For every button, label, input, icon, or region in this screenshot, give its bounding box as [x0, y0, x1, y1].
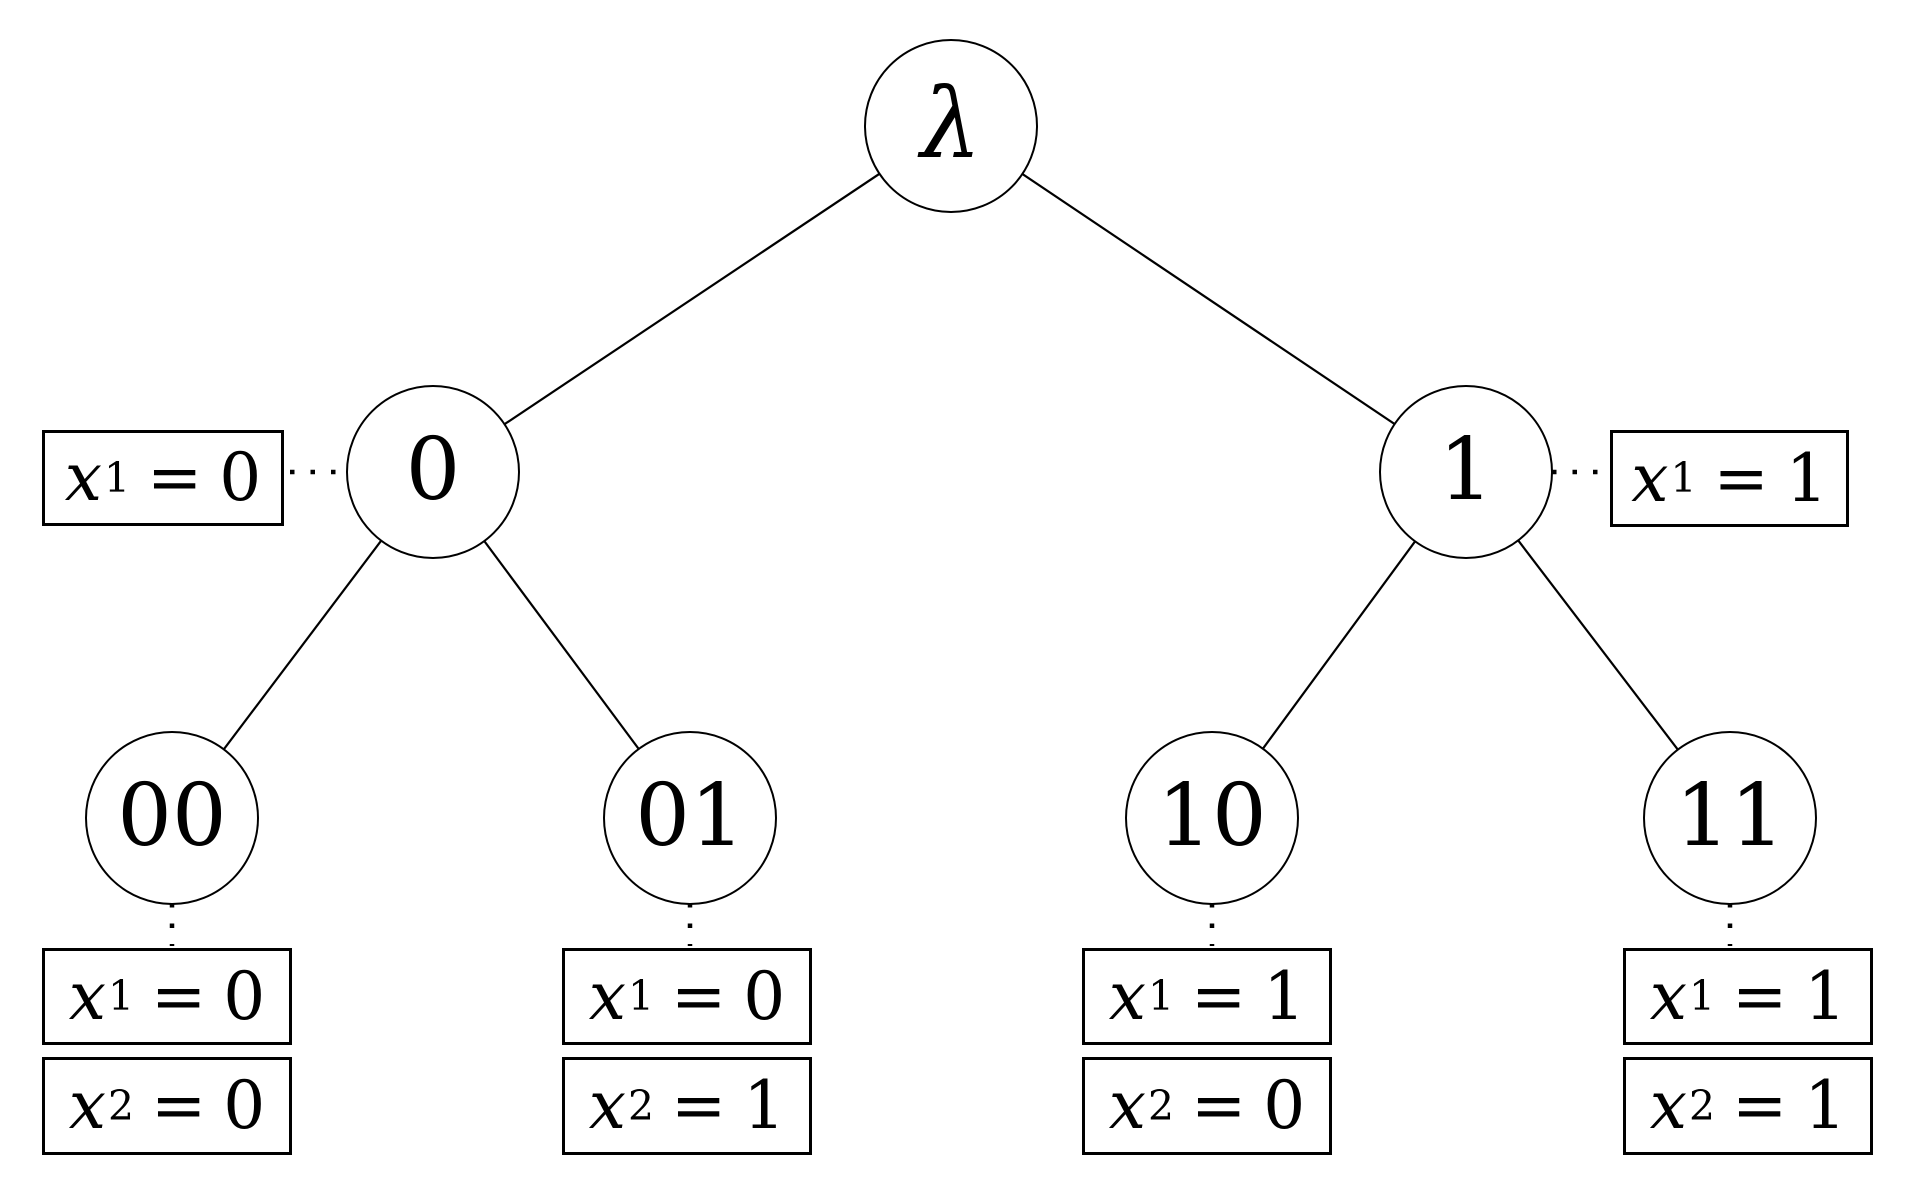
var-symbol: x	[1649, 957, 1687, 1035]
value: 0	[223, 1067, 266, 1144]
node-01: 01	[603, 731, 777, 905]
value: 1	[1804, 957, 1847, 1035]
value: 1	[743, 1067, 786, 1144]
node-11-label: 11	[1675, 766, 1785, 866]
edge-root-1	[950, 125, 1467, 473]
equals-sign: =	[1190, 1067, 1247, 1144]
var-symbol: x	[68, 957, 106, 1035]
equals-sign: =	[150, 957, 207, 1035]
var-subscript: 2	[1688, 1081, 1715, 1130]
var-subscript: 1	[1688, 972, 1715, 1021]
var-subscript: 1	[627, 972, 654, 1021]
equals-sign: =	[150, 1067, 207, 1144]
equals-sign: =	[1731, 957, 1788, 1035]
var-subscript: 1	[1670, 454, 1697, 503]
node-1-label: 1	[1438, 420, 1494, 520]
var-subscript: 2	[1147, 1081, 1174, 1130]
var-symbol: x	[588, 957, 626, 1035]
var-symbol: x	[1631, 439, 1669, 517]
node-00: 00	[85, 731, 259, 905]
node-11: 11	[1643, 731, 1817, 905]
node-10-label: 10	[1157, 766, 1267, 866]
equals-sign: =	[1731, 1067, 1788, 1144]
var-symbol: x	[1649, 1067, 1687, 1144]
value: 0	[1263, 1067, 1306, 1144]
var-symbol: x	[1108, 957, 1146, 1035]
equals-sign: =	[1190, 957, 1247, 1035]
node-00-label: 00	[117, 766, 227, 866]
value: 0	[223, 957, 266, 1035]
value: 0	[219, 439, 262, 516]
var-subscript: 2	[627, 1081, 654, 1130]
var-symbol: x	[1108, 1067, 1146, 1144]
var-symbol: x	[68, 1067, 106, 1144]
var-subscript: 1	[1147, 972, 1174, 1021]
node-root-label: λ	[920, 68, 982, 180]
value: 1	[1785, 439, 1828, 517]
value: 1	[1263, 957, 1306, 1035]
node-0: 0	[346, 385, 520, 559]
var-subscript: 1	[107, 972, 134, 1021]
value: 1	[1804, 1067, 1847, 1144]
equals-sign: =	[1713, 439, 1769, 517]
node-1: 1	[1379, 385, 1553, 559]
var-subscript: 2	[107, 1081, 134, 1130]
node-root: λ	[864, 39, 1038, 213]
equals-sign: =	[146, 439, 203, 516]
equals-sign: =	[670, 1067, 727, 1144]
var-symbol: x	[64, 439, 102, 516]
var-subscript: 1	[103, 453, 130, 502]
var-symbol: x	[588, 1067, 626, 1144]
value: 0	[743, 957, 786, 1035]
equals-sign: =	[670, 957, 727, 1035]
node-01-label: 01	[635, 766, 745, 866]
node-10: 10	[1125, 731, 1299, 905]
edge-root-0	[432, 125, 952, 473]
node-0-label: 0	[405, 420, 461, 520]
